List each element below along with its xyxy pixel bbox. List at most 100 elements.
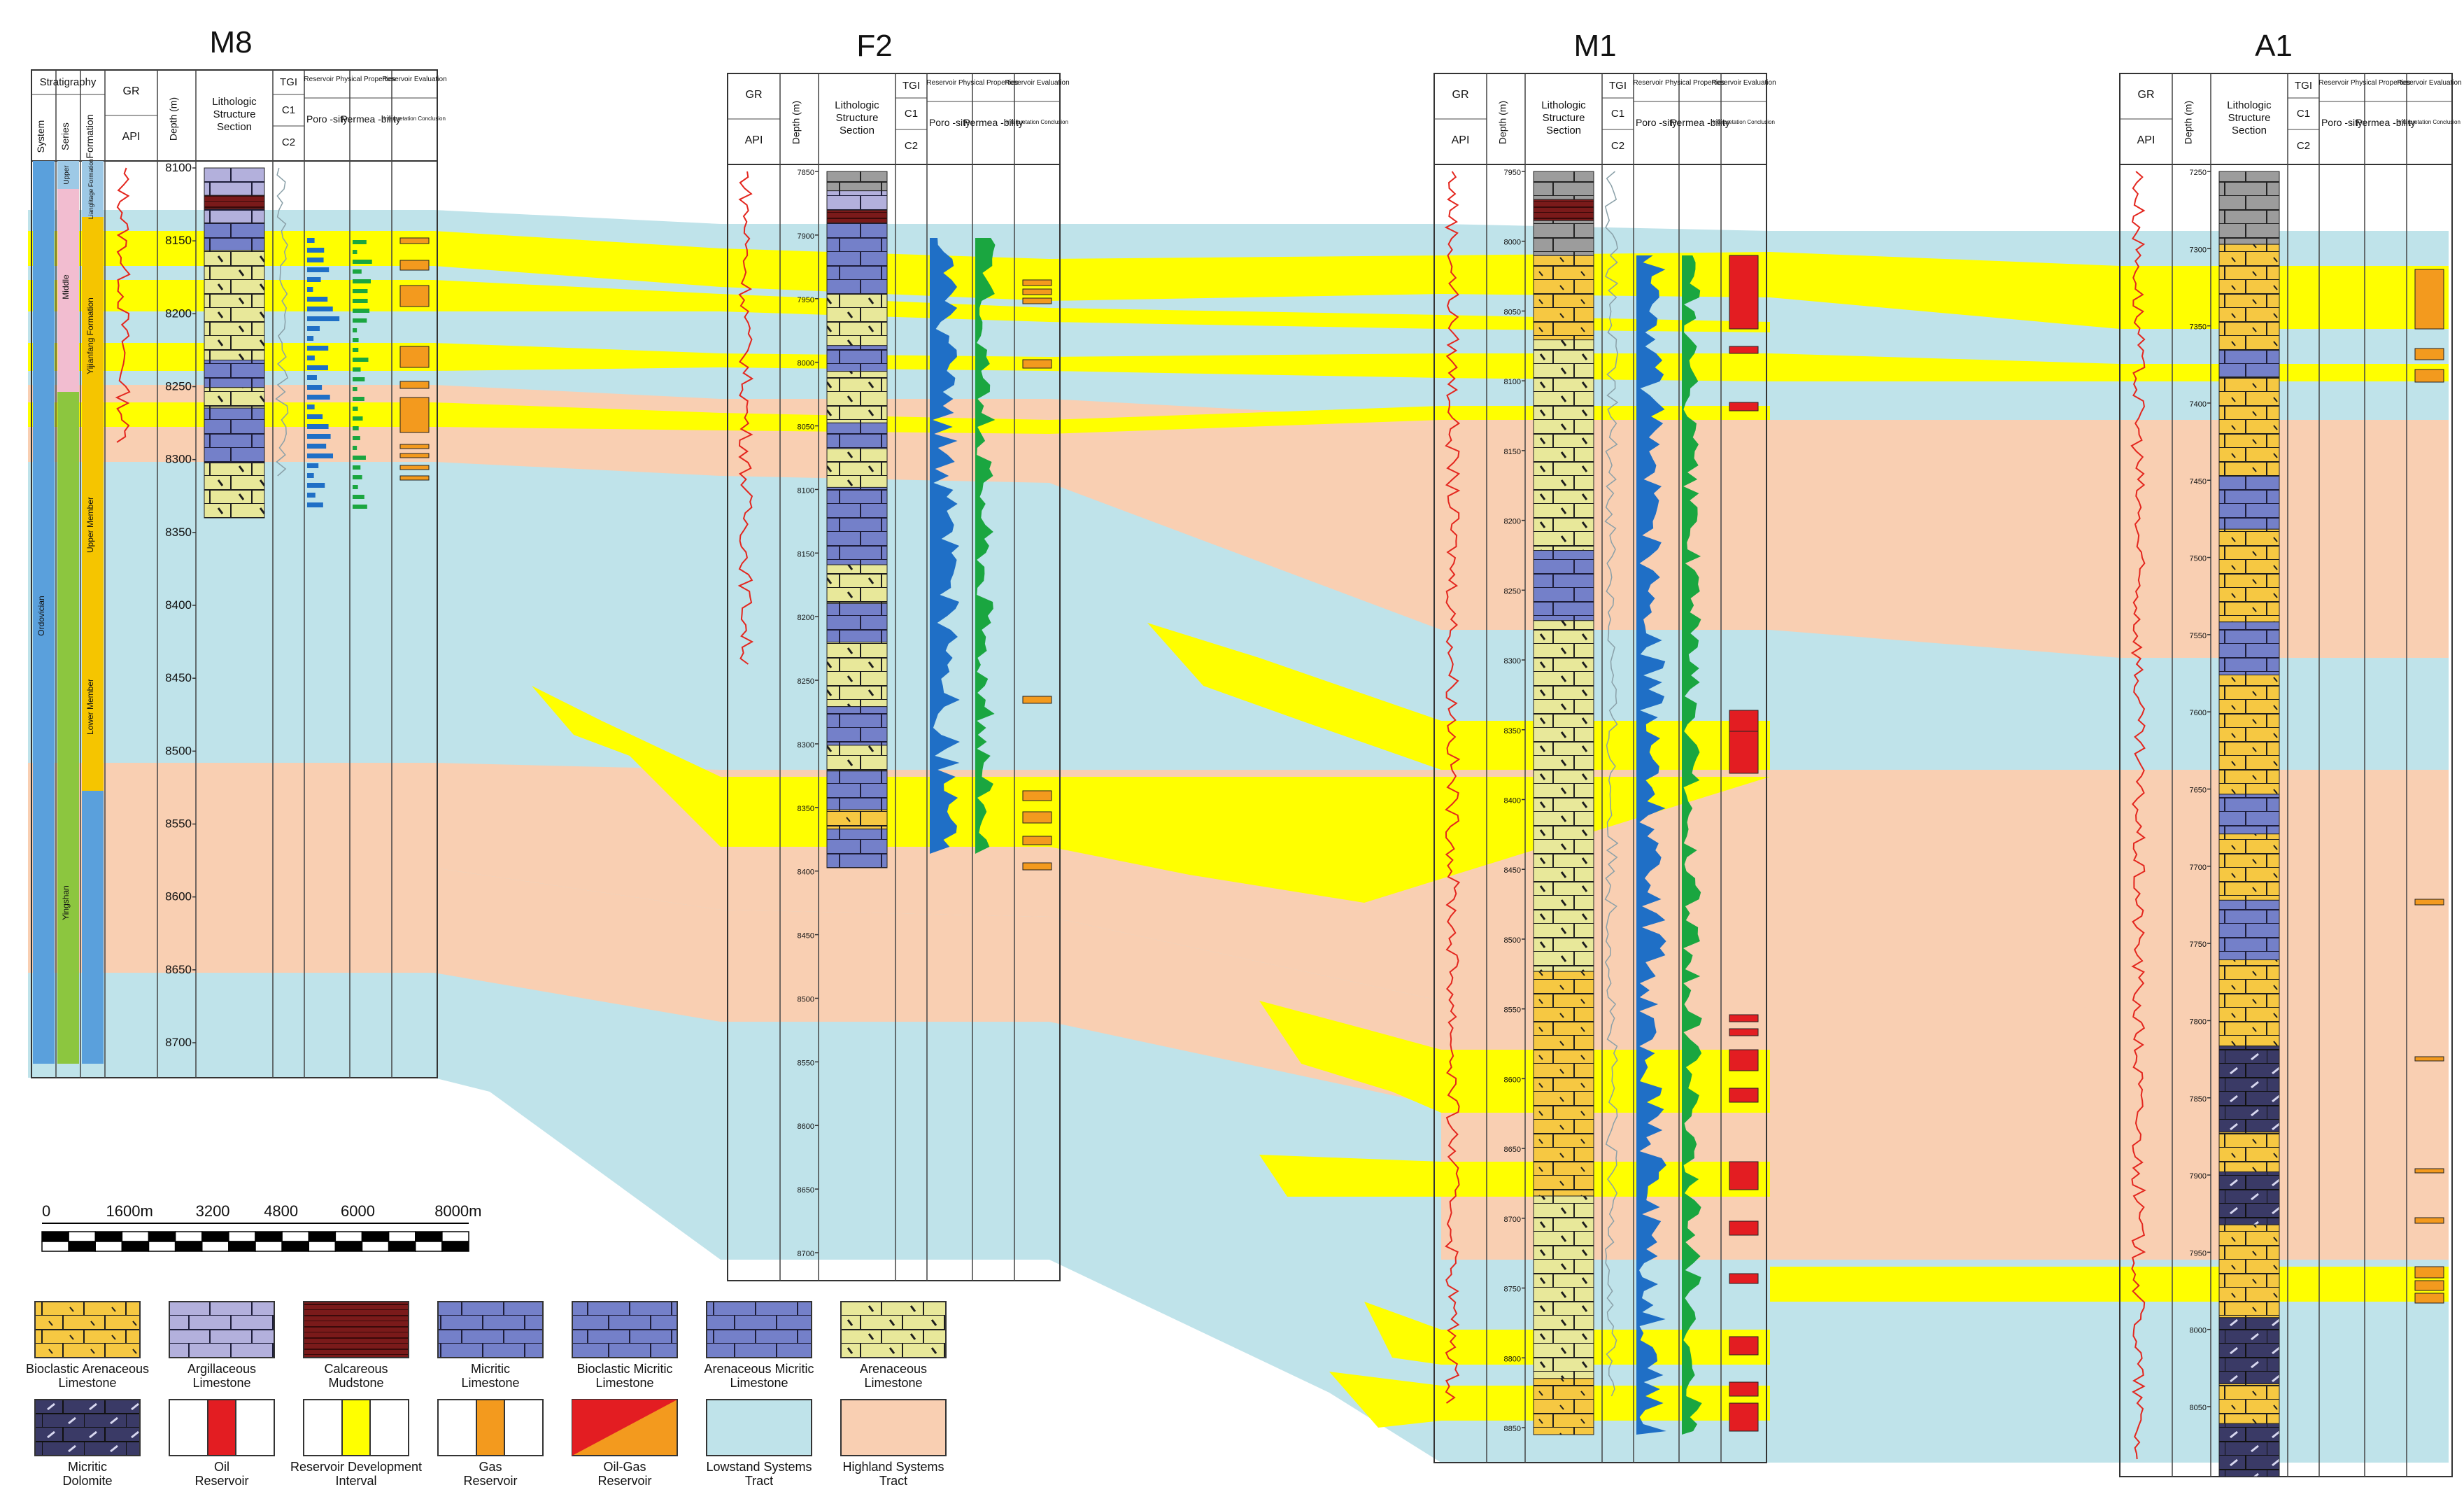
porosity-log <box>1636 255 1666 1435</box>
scale-segment <box>201 1241 229 1252</box>
oil-reservoir-marker <box>1729 1220 1759 1236</box>
lithology-layer <box>1533 1195 1594 1379</box>
scale-segment <box>41 1241 69 1252</box>
lithology-layer <box>204 222 265 251</box>
lithology-layer <box>826 486 888 565</box>
permeability-bar <box>353 505 367 509</box>
depth-header: Depth (m) <box>2183 101 2194 144</box>
depth-tick-label: 8250 <box>1504 587 1521 596</box>
c2-header: C2 <box>282 136 295 148</box>
depth-tick-label: 8400 <box>165 598 192 612</box>
formation-label-5: Yingshan <box>61 885 71 920</box>
reservoir-properties-header: Reservoir Physical Properties <box>304 76 395 83</box>
permeability-bar <box>353 338 359 342</box>
lithology-layer <box>826 171 888 192</box>
depth-tick-label: 8600 <box>798 1123 814 1131</box>
scale-segment <box>255 1241 283 1252</box>
permeability-log <box>1682 255 1702 1435</box>
litho-header-2: Structure <box>836 112 879 124</box>
depth-tick-label: 7450 <box>2190 477 2207 486</box>
scale-segment <box>94 1231 123 1242</box>
permeability-bar <box>353 407 358 411</box>
permeability-bar <box>353 397 364 401</box>
permeability-bar <box>353 495 364 499</box>
depth-tick-label: 8300 <box>165 453 192 466</box>
well-header <box>2119 73 2453 165</box>
lithology-layer <box>2218 528 2280 623</box>
litho-header-3: Section <box>2232 125 2267 136</box>
scale-segment <box>174 1241 203 1252</box>
depth-tick-label: 7800 <box>2190 1018 2207 1026</box>
legend-label-line-2: Reservoir <box>463 1474 517 1488</box>
depth-tick-label: 8450 <box>798 932 814 941</box>
legend-swatch <box>706 1301 812 1358</box>
lithology-layer <box>2218 171 2280 245</box>
permeability-bar <box>353 250 357 254</box>
lithology-layer <box>2218 1317 2280 1384</box>
scale-segment <box>415 1231 443 1242</box>
depth-tick-label: 7500 <box>2190 555 2207 563</box>
lithology-layer <box>1533 1378 1594 1435</box>
depth-tick-label: 8000 <box>2190 1327 2207 1335</box>
legend-swatch-inner <box>341 1399 371 1456</box>
permeability-bar <box>353 260 372 264</box>
lithology-layer <box>2218 833 2280 901</box>
porosity-bar <box>307 395 330 400</box>
oil-reservoir-marker <box>1729 1381 1759 1397</box>
scale-segment <box>148 1231 176 1242</box>
porosity-header: Poro -sity <box>1636 117 1677 128</box>
porosity-header: Poro -sity <box>2321 117 2363 128</box>
lithology-layer <box>2218 376 2280 477</box>
lithology-layer <box>826 223 888 295</box>
interpretation-header: Interpretation Conclusion <box>1006 119 1068 125</box>
scale-segment <box>308 1241 337 1252</box>
gas-reservoir-marker <box>1022 279 1052 286</box>
formation-bar-3 <box>82 791 104 1064</box>
litho-header-1: Lithologic <box>212 96 257 108</box>
well-name: M1 <box>1573 29 1616 63</box>
litho-header-2: Structure <box>2228 112 2271 124</box>
interpretation-header: Interpretation Conclusion <box>1713 119 1775 125</box>
legend-swatch <box>303 1301 409 1358</box>
lithology-layer <box>2218 899 2280 961</box>
lithology-layer <box>2218 1171 2280 1225</box>
depth-tick-label: 7750 <box>2190 941 2207 949</box>
litho-header-3: Section <box>217 121 252 133</box>
porosity-bar <box>307 287 313 292</box>
well-name: M8 <box>209 25 252 59</box>
oil-reservoir-marker <box>1729 710 1759 732</box>
litho-header-1: Lithologic <box>1541 99 1586 111</box>
scale-segment <box>121 1241 150 1252</box>
depth-tick-label: 8250 <box>798 677 814 686</box>
depth-header: Depth (m) <box>1497 101 1508 144</box>
api-header: API <box>1452 134 1470 146</box>
legend-label-line-1: Reservoir Development <box>290 1460 422 1474</box>
permeability-bar <box>353 328 357 332</box>
porosity-bar <box>307 414 323 419</box>
scale-segment <box>388 1231 416 1242</box>
litho-header-1: Lithologic <box>2227 99 2272 111</box>
lithology-layer <box>2218 621 2280 675</box>
lithology-layer <box>2218 1383 2280 1424</box>
permeability-bar <box>353 377 365 381</box>
gr-header: GR <box>1452 89 1469 101</box>
permeability-bar <box>353 358 369 362</box>
depth-tick-label: 8850 <box>1504 1425 1521 1433</box>
gr-curve <box>2130 171 2146 1460</box>
reservoir-properties-header: Reservoir Physical Properties <box>926 79 1018 87</box>
legend-label-line-1: Calcareous <box>324 1362 388 1376</box>
gas-reservoir-marker <box>399 453 430 458</box>
permeability-bar <box>353 279 371 283</box>
gr-header: GR <box>123 85 140 97</box>
litho-header-2: Structure <box>1543 112 1585 124</box>
porosity-header: Poro -sity <box>306 113 348 125</box>
system-header: System <box>35 120 46 153</box>
depth-tick-label: 8500 <box>798 995 814 1004</box>
litho-header-1: Lithologic <box>835 99 879 111</box>
depth-tick-label: 7400 <box>2190 400 2207 409</box>
gr-curve <box>1444 171 1461 1404</box>
reservoir-properties-header: Reservoir Physical Properties <box>1633 79 1725 87</box>
